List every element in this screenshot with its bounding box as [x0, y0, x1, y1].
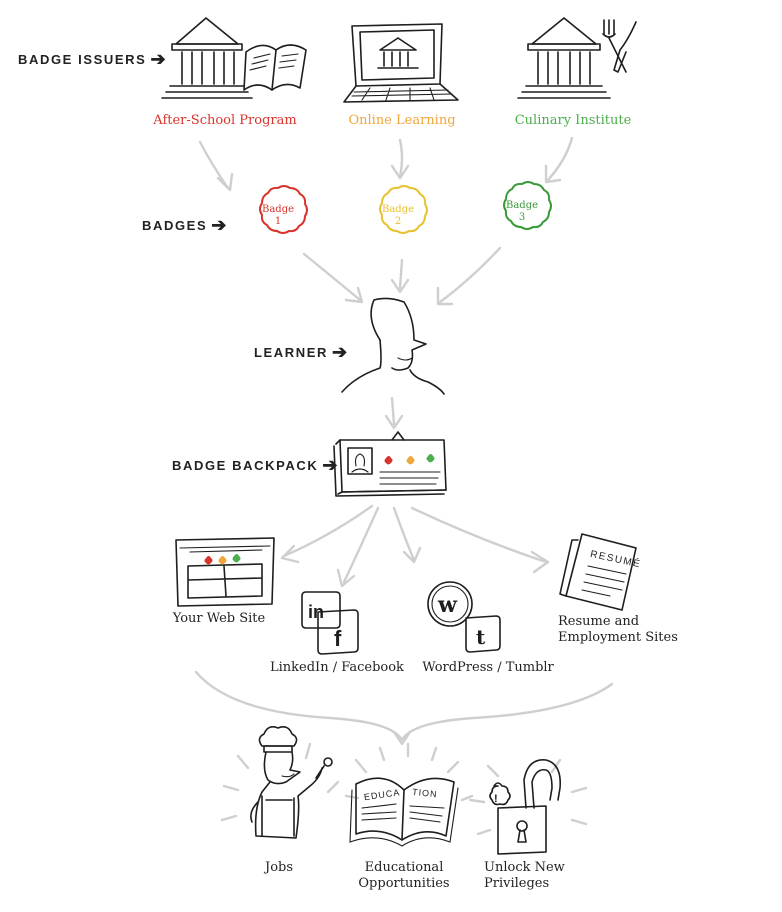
education-caption: Educational Opportunities — [356, 860, 452, 892]
badge-2: Badge 2 — [368, 204, 428, 228]
chef-icon — [250, 726, 333, 839]
flow-arrows — [194, 136, 614, 836]
svg-text:f: f — [334, 626, 342, 651]
arrow-right-icon: ➔ — [211, 215, 227, 235]
resume-icon: RESUMÉ — [559, 533, 642, 611]
badge-1-title: Badge — [261, 204, 295, 215]
learner-label: LEARNER➔ — [254, 342, 348, 362]
badge-3-number: 3 — [518, 212, 526, 223]
book-right-text: TION — [412, 787, 438, 800]
education-caption-line1: Educational — [364, 860, 444, 875]
badges-label: BADGES➔ — [142, 215, 227, 235]
arrow-right-icon: ➔ — [322, 455, 338, 475]
badge-1-number: 1 — [274, 216, 282, 227]
unlock-caption: Unlock New Privileges — [484, 860, 574, 892]
issuer-name-online-learning: Online Learning — [348, 113, 456, 128]
badge-3-title: Badge — [505, 200, 539, 211]
education-caption-line2: Opportunities — [358, 876, 450, 891]
linkedin-facebook-caption: LinkedIn / Facebook — [270, 660, 404, 675]
web-site-caption: Your Web Site — [172, 611, 266, 626]
badge-issuers-label: BADGE ISSUERS➔ — [18, 49, 166, 69]
badge-backpack-label: BADGE BACKPACK➔ — [172, 455, 338, 475]
book-left-text: EDUCA — [363, 787, 401, 802]
svg-text:t: t — [476, 625, 486, 649]
svg-text:w: w — [437, 592, 458, 618]
building-book-icon — [161, 17, 307, 99]
arrow-right-icon: ➔ — [150, 49, 166, 69]
svg-text:in: in — [308, 602, 324, 622]
unlock-caption-line2: Privileges — [484, 876, 550, 891]
resume-caption: Resume and Employment Sites — [558, 614, 678, 646]
resume-caption-line1: Resume and — [558, 614, 640, 629]
resume-doc-text: RESUMÉ — [589, 547, 642, 570]
backpack-icon — [333, 431, 447, 497]
open-book-icon: EDUCA TION — [349, 777, 459, 847]
resume-caption-line2: Employment Sites — [558, 630, 678, 645]
badge-1: Badge 1 — [248, 204, 308, 228]
badge-2-number: 2 — [394, 216, 402, 227]
arrow-right-icon: ➔ — [332, 342, 348, 362]
wordpress-tumblr-icon: w t — [427, 581, 501, 653]
linkedin-facebook-icon: in f — [301, 591, 359, 655]
jobs-caption: Jobs — [264, 860, 294, 875]
wordpress-tumblr-caption: WordPress / Tumblr — [422, 660, 554, 675]
padlock-icon: ! — [489, 759, 562, 855]
badge-3: Badge 3 — [492, 200, 552, 224]
issuer-name-after-school: After-School Program — [153, 113, 297, 128]
svg-text:!: ! — [494, 793, 498, 805]
issuer-name-culinary: Culinary Institute — [514, 113, 632, 128]
unlock-caption-line1: Unlock New — [484, 860, 565, 875]
learner-figure-icon — [341, 297, 445, 395]
badge-2-title: Badge — [381, 204, 415, 215]
badge-shapes — [259, 181, 552, 234]
building-utensils-icon — [517, 17, 637, 99]
laptop-icon — [343, 23, 459, 103]
web-site-icon — [175, 537, 275, 607]
